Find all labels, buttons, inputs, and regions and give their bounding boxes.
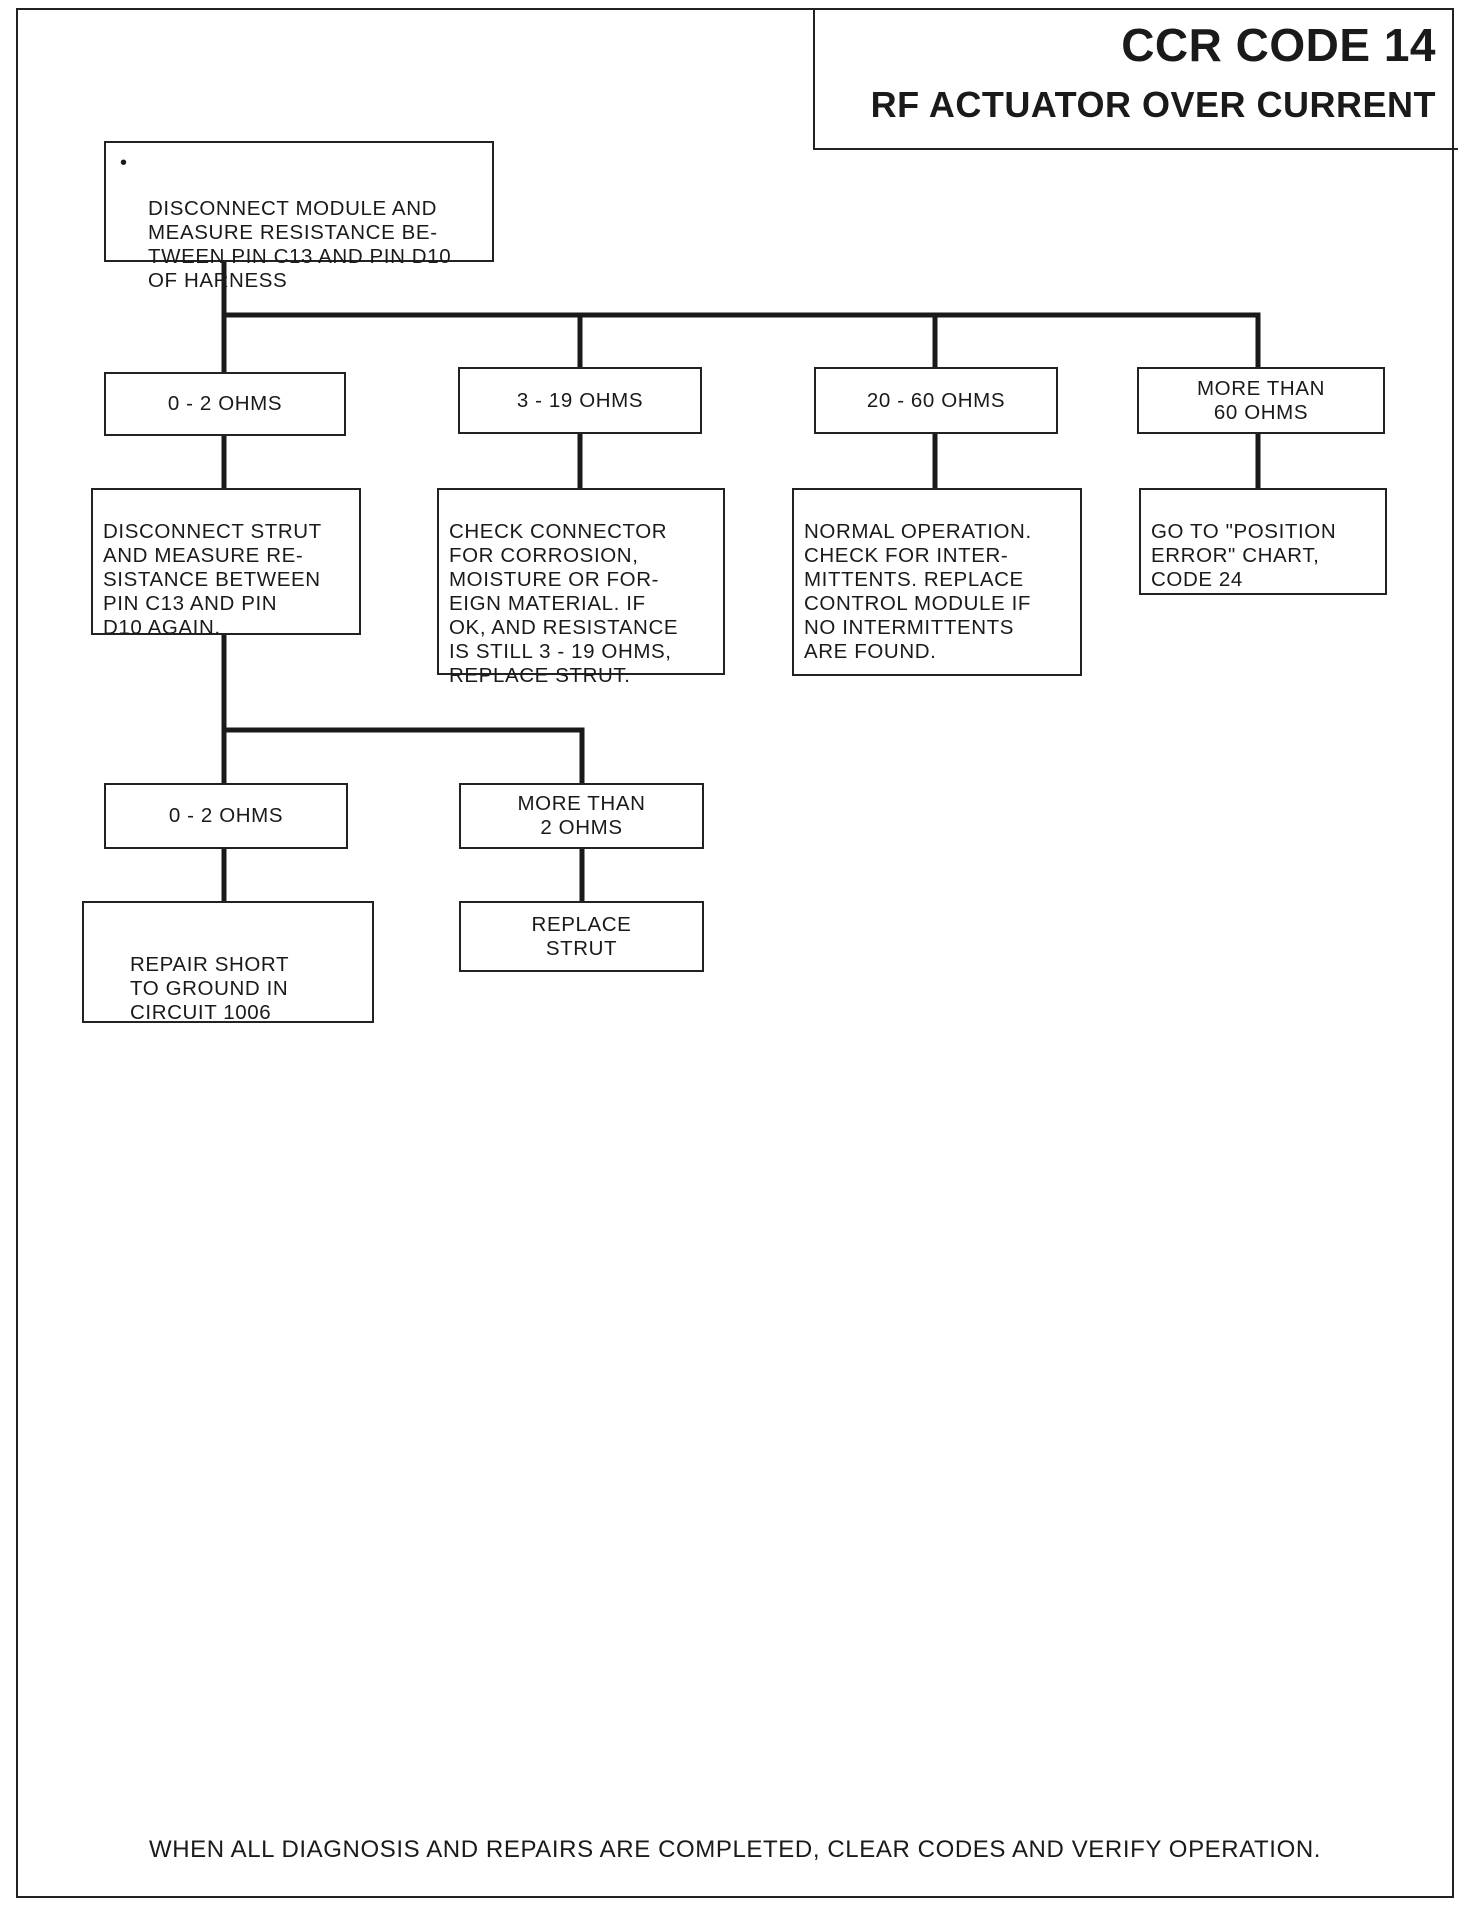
sub-condition-box-0-2-ohms: 0 - 2 OHMS	[104, 783, 348, 849]
action-box-normal-operation: NORMAL OPERATION. CHECK FOR INTER- MITTE…	[792, 488, 1082, 676]
code-subtitle: RF ACTUATOR OVER CURRENT	[870, 84, 1436, 125]
action-box-replace-strut: REPLACE STRUT	[459, 901, 704, 972]
action-text: REPLACE STRUT	[531, 912, 632, 960]
action-box-repair-short: REPAIR SHORT TO GROUND IN CIRCUIT 1006	[82, 901, 374, 1024]
title-block: CCR CODE 14 RF ACTUATOR OVER CURRENT	[813, 8, 1458, 150]
sub-condition-box-more-than-2-ohms: MORE THAN 2 OHMS	[459, 783, 704, 849]
condition-text: MORE THAN 2 OHMS	[517, 792, 646, 839]
condition-text: 20 - 60 OHMS	[866, 388, 1006, 412]
start-step-text: DISCONNECT MODULE AND MEASURE RESISTANCE…	[148, 197, 452, 292]
condition-box-3-19-ohms: 3 - 19 OHMS	[458, 367, 702, 434]
condition-box-more-than-60-ohms: MORE THAN 60 OHMS	[1137, 367, 1385, 434]
action-box-goto-position-error: GO TO "POSITION ERROR" CHART, CODE 24	[1139, 488, 1387, 595]
action-box-disconnect-strut: DISCONNECT STRUT AND MEASURE RE- SISTANC…	[91, 488, 361, 639]
action-text: GO TO "POSITION ERROR" CHART, CODE 24	[1151, 520, 1337, 591]
start-step-box: • DISCONNECT MODULE AND MEASURE RESISTAN…	[104, 141, 494, 292]
action-text: REPAIR SHORT TO GROUND IN CIRCUIT 1006	[130, 953, 290, 1024]
code-title: CCR CODE 14	[1121, 19, 1436, 71]
action-text: DISCONNECT STRUT AND MEASURE RE- SISTANC…	[103, 520, 322, 639]
condition-box-20-60-ohms: 20 - 60 OHMS	[814, 367, 1058, 434]
condition-box-0-2-ohms: 0 - 2 OHMS	[104, 372, 346, 436]
footer-instruction: WHEN ALL DIAGNOSIS AND REPAIRS ARE COMPL…	[148, 1836, 1322, 1863]
action-text: CHECK CONNECTOR FOR CORROSION, MOISTURE …	[449, 520, 679, 687]
condition-text: 0 - 2 OHMS	[167, 392, 283, 415]
bullet-icon: •	[120, 152, 128, 174]
page-frame	[16, 8, 1454, 1898]
condition-text: MORE THAN 60 OHMS	[1196, 376, 1326, 424]
action-box-check-connector: CHECK CONNECTOR FOR CORROSION, MOISTURE …	[437, 488, 725, 687]
action-text: NORMAL OPERATION. CHECK FOR INTER- MITTE…	[804, 520, 1032, 663]
condition-text: 3 - 19 OHMS	[516, 388, 644, 412]
condition-text: 0 - 2 OHMS	[168, 804, 284, 827]
